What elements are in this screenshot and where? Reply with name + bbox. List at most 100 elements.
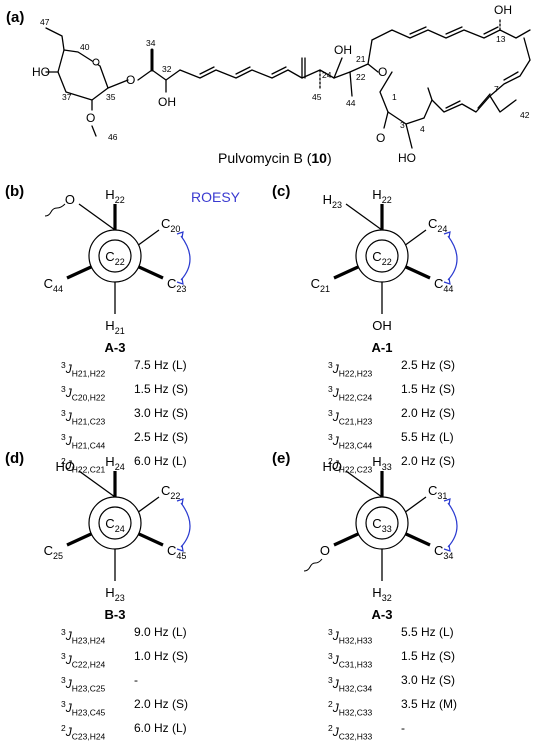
coupling-value: 6.0 Hz (L) <box>134 720 187 735</box>
upper-right-substituent: C31 <box>428 483 447 501</box>
back-bond-ur <box>136 229 160 247</box>
coupling-label: 3JH22,H23 <box>328 360 373 379</box>
coupling-label: 3JH22,C24 <box>328 383 373 403</box>
atom-n42: 42 <box>520 110 530 120</box>
atom-o-46: O <box>86 111 95 125</box>
arrow-head-top <box>176 231 184 239</box>
panel-label: (d) <box>5 450 24 467</box>
arrow-head-bottom <box>443 277 451 285</box>
top-substituent: H24 <box>105 454 124 472</box>
coupling-label: 3JH23,C44 <box>328 431 373 451</box>
coupling-value: - <box>134 672 138 687</box>
back-bond-ul <box>78 470 116 498</box>
coupling-label: 2JH22,C23 <box>328 455 373 474</box>
atom-oh-23: OH <box>334 43 352 57</box>
atom-n7: 7 <box>494 84 499 94</box>
panel-a-label: (a) <box>6 9 24 26</box>
atom-o-glyco: O <box>126 73 135 87</box>
panel-a-structure: (a) <box>6 3 531 166</box>
coupling-row: 3JH23,C45 2.0 Hz (S) <box>61 697 188 721</box>
center-atom: C22 <box>372 249 391 267</box>
squiggle-bond <box>44 203 66 217</box>
coupling-label: 3JH21,H22 <box>61 360 106 379</box>
coupling-label: 3JH23,C45 <box>61 698 106 718</box>
back-bond-ul <box>345 203 383 231</box>
atom-n45: 45 <box>312 92 322 102</box>
atom-n21: 21 <box>356 54 366 64</box>
upper-right-substituent: C22 <box>161 483 180 501</box>
panel-label: (b) <box>5 183 24 200</box>
newman-front-circle <box>98 506 132 540</box>
newman-front-circle <box>365 506 399 540</box>
atom-n24: 24 <box>322 70 332 80</box>
coupling-label: 3JH23,C25 <box>61 674 106 694</box>
back-bond-ul <box>78 203 116 231</box>
lower-right-substituent: C45 <box>167 543 186 561</box>
coupling-row: 3JH23,C25 - <box>61 673 188 697</box>
bottom-substituent: H21 <box>105 318 124 336</box>
coupling-value: 3.5 Hz (M) <box>401 696 458 711</box>
conformer-label: A-3 <box>372 607 393 622</box>
atom-n4: 4 <box>420 124 425 134</box>
atom-oh-32: OH <box>158 95 176 109</box>
coupling-value: 2.0 Hz (S) <box>134 696 189 711</box>
atom-o-carbonyl: O <box>376 131 385 145</box>
coupling-row: 2JC32,H33 - <box>328 721 457 744</box>
coupling-value: 1.5 Hz (S) <box>401 648 456 663</box>
coupling-value: 9.0 Hz (L) <box>134 625 187 639</box>
atom-n37: 37 <box>62 92 72 102</box>
coupling-label: 3JC22,H24 <box>61 650 106 670</box>
top-substituent: H33 <box>372 454 391 472</box>
atom-n22: 22 <box>356 72 366 82</box>
atom-n44: 44 <box>346 98 356 108</box>
coupling-value: 5.5 Hz (L) <box>401 625 454 639</box>
coupling-row: 3JH32,H33 5.5 Hz (L) <box>328 625 457 649</box>
conformer-label: B-3 <box>105 607 126 622</box>
coupling-value: 3.0 Hz (S) <box>401 672 456 687</box>
atom-n34: 34 <box>146 38 156 48</box>
lower-left-substituent: C21 <box>311 276 330 294</box>
coupling-value: 2.5 Hz (S) <box>134 429 189 444</box>
arrow-head-bottom <box>176 544 184 552</box>
newman-front-circle <box>365 239 399 273</box>
upper-left-substituent: HO <box>323 459 343 474</box>
coupling-value: 7.5 Hz (L) <box>134 358 187 372</box>
coupling-label: 2JC32,H33 <box>328 722 373 741</box>
lower-left-substituent: C25 <box>44 543 63 561</box>
atom-ho-sugar: HO <box>32 65 50 79</box>
coupling-label: 3JH21,C44 <box>61 431 106 451</box>
atom-n35: 35 <box>106 92 116 102</box>
coupling-label: 2JH22,C21 <box>61 455 106 474</box>
atom-n46: 46 <box>108 132 118 142</box>
conformer-label: A-3 <box>105 340 126 355</box>
coupling-value: - <box>401 720 405 735</box>
coupling-label: 3JH32,H33 <box>328 627 373 646</box>
coupling-arrow <box>180 502 191 548</box>
coupling-label: 3JC21,H23 <box>328 407 373 427</box>
coupling-row: 2JH32,C33 3.5 Hz (M) <box>328 697 457 721</box>
top-substituent: H22 <box>105 187 124 205</box>
atom-n40: 40 <box>80 42 90 52</box>
center-atom: C24 <box>105 516 124 534</box>
coupling-label: 2JH32,C33 <box>328 698 373 718</box>
lower-left-substituent: O <box>320 543 330 558</box>
